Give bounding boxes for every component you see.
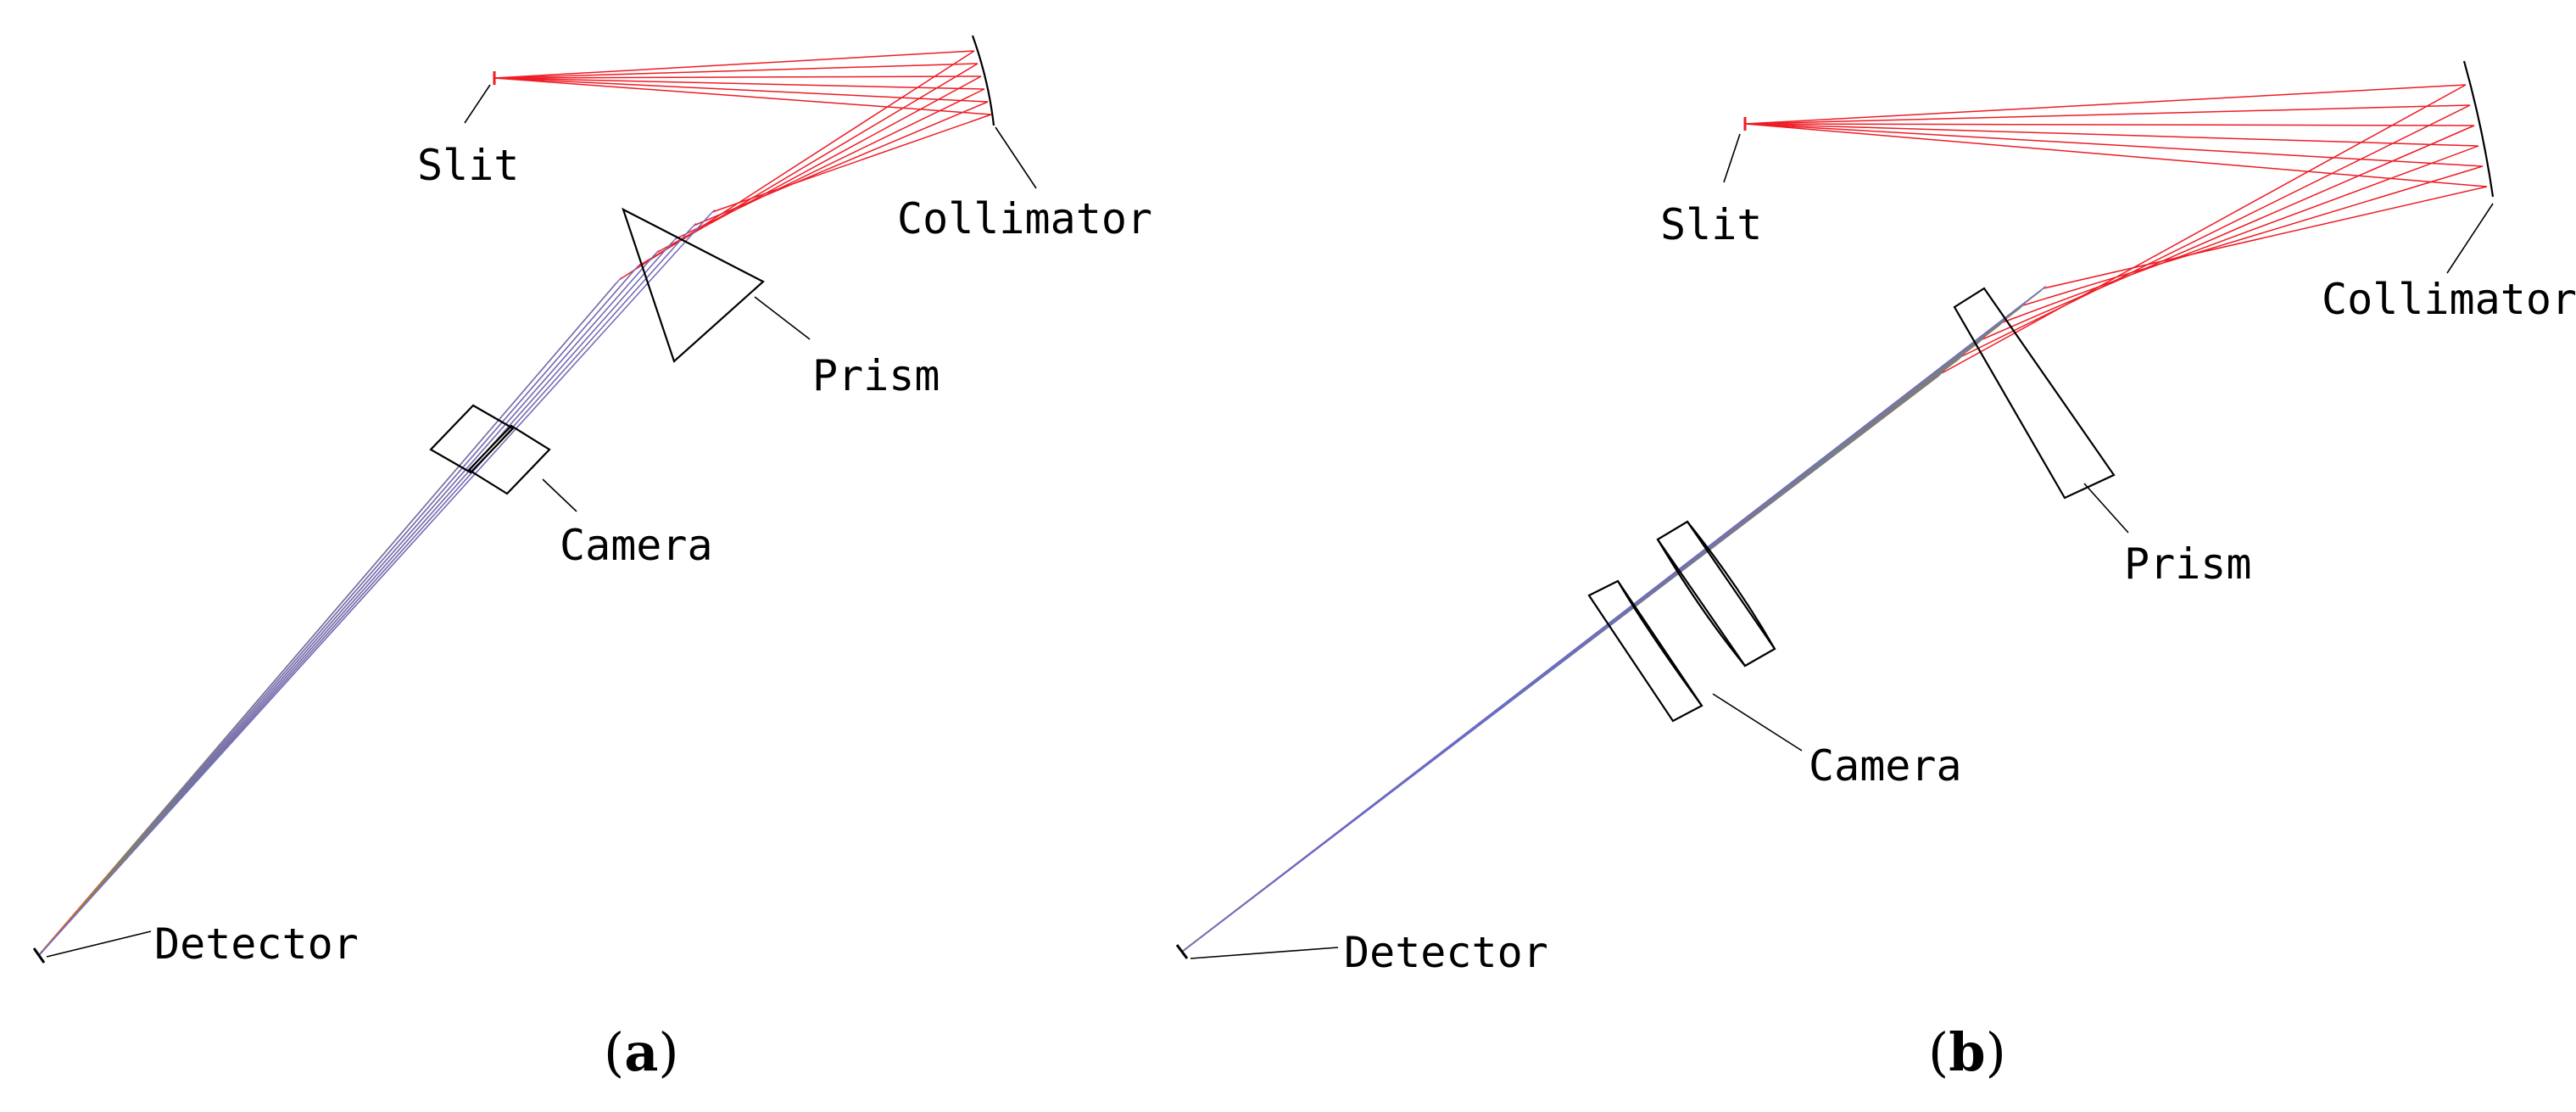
camera-label-a: Camera (560, 521, 713, 570)
slit-label-a: Slit (417, 141, 519, 190)
panel-b-collimated-ray-0 (1941, 84, 2467, 374)
panel-b-slit-ray-1 (1744, 104, 2471, 125)
panel-a-collimated-ray-4 (693, 101, 989, 226)
collimator-label-a: Collimator (897, 194, 1152, 243)
panel-b-slit-ray-0 (1744, 84, 2467, 125)
panel-a-collimated-ray-5 (711, 114, 992, 213)
detector-b (1175, 944, 1189, 959)
panel-b-slit-ray-3 (1744, 123, 2479, 147)
camera-lens-a (429, 404, 551, 495)
collimator-mirror-b (2462, 60, 2495, 198)
ray-bundle-a (38, 50, 992, 956)
panel-a-slit-ray-4 (493, 77, 989, 103)
detector-leader-b (1190, 947, 1339, 959)
panel-a-slit-ray-1 (493, 63, 979, 79)
panel-b-collimated-ray-3 (2002, 145, 2479, 323)
panel-a: Slit Collimator Prism Camera Detector (a… (32, 35, 1152, 1083)
prism-a (622, 207, 765, 363)
prism-label-b: Prism (2124, 539, 2252, 589)
camera-leader-a (542, 478, 577, 512)
collimator-mirror-a (971, 35, 995, 126)
panel-a-collimated-ray-2 (655, 75, 982, 254)
detector-label-a: Detector (154, 919, 359, 969)
panel-b-collimated-ray-5 (2043, 186, 2488, 289)
panel-a-dispersed-ray-5-5 (39, 209, 716, 956)
slit-leader-a (464, 84, 491, 124)
panel-b-collimated-ray-4 (2022, 165, 2484, 306)
collimator-leader-b (2446, 203, 2494, 274)
panel-b: Slit Collimator Prism Camera Detector (b… (1175, 60, 2576, 1083)
detector-label-b: Detector (1344, 928, 1548, 977)
panel-b-slit-ray-5 (1744, 123, 2488, 187)
panel-a-slit-ray-0 (493, 50, 975, 79)
panel-b-dispersed-ray-5-5 (1182, 285, 2047, 953)
camera-leader-b (1712, 693, 1803, 752)
camera-lens-b (1587, 520, 1776, 723)
camera-label-b: Camera (1809, 741, 1962, 791)
panel-a-slit-ray-2 (493, 75, 982, 79)
prism-label-a: Prism (812, 351, 940, 400)
panel-a-collimated-ray-3 (674, 88, 985, 240)
panel-a-slit-ray-5 (493, 77, 992, 115)
collimator-leader-a (995, 126, 1037, 189)
detector-leader-a (46, 930, 152, 958)
ray-bundle-b (1181, 84, 2488, 953)
prism-leader-a (754, 296, 811, 340)
caption-a: (a) (604, 1021, 679, 1083)
detector-a (32, 947, 46, 964)
panel-b-slit-ray-2 (1744, 123, 2475, 126)
slit-leader-b (1723, 133, 1741, 183)
prism-b (1953, 287, 2116, 500)
prism-leader-b (2083, 483, 2129, 534)
collimator-label-b: Collimator (2322, 275, 2576, 324)
caption-b: (b) (1928, 1021, 2006, 1083)
panel-b-collimated-ray-1 (1961, 104, 2471, 357)
panel-a-slit-ray-3 (493, 77, 985, 90)
slit-label-b: Slit (1660, 200, 1762, 249)
panel-b-slit-ray-4 (1744, 123, 2484, 167)
